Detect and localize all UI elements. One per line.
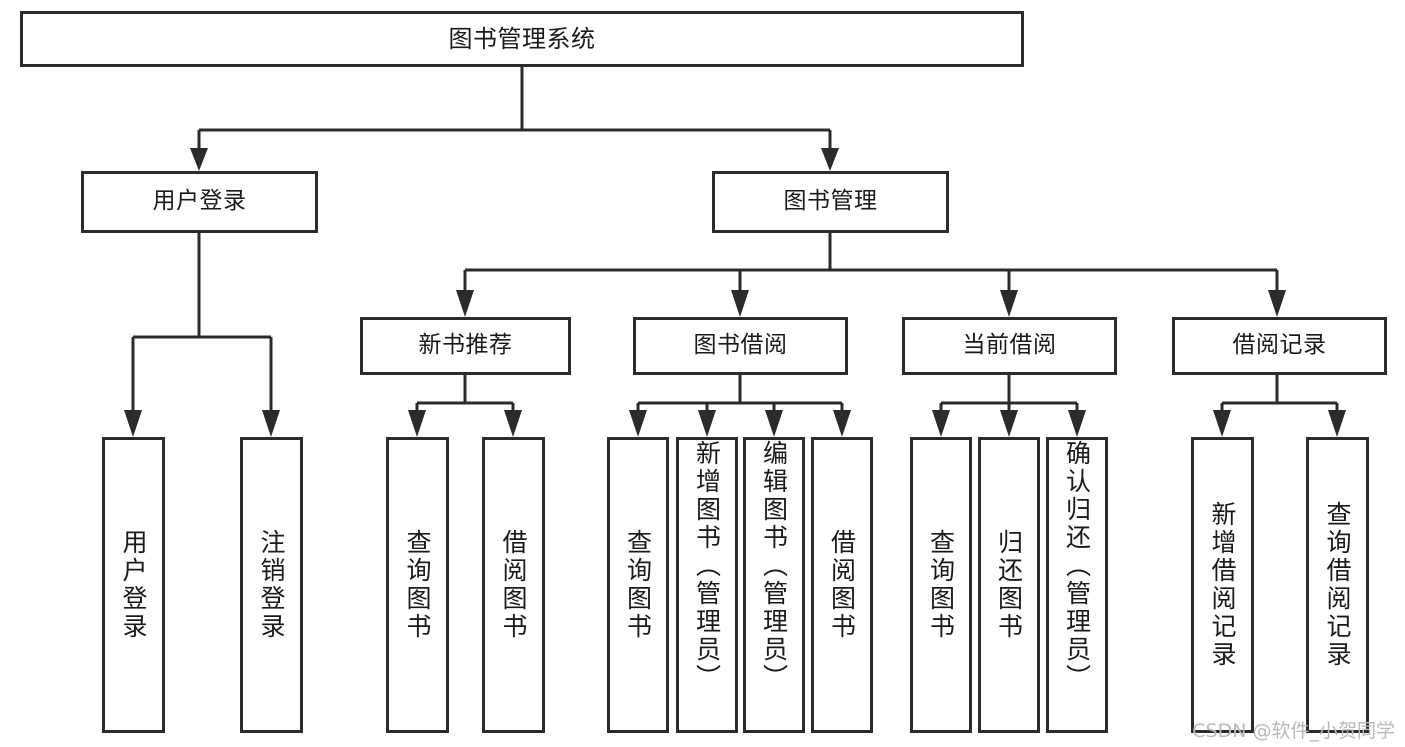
arrowhead-newbook-leaf-1 bbox=[408, 410, 426, 437]
arrowhead-bookmgmt bbox=[821, 148, 839, 171]
node-label: 查询借阅记录 bbox=[1323, 501, 1352, 669]
node-new-book-recommend[interactable]: 新书推荐 bbox=[360, 317, 571, 375]
leaf-user-login-logout[interactable]: 注销登录 bbox=[240, 437, 303, 733]
leaf-borrow-borrow-book[interactable]: 借阅图书 bbox=[811, 437, 873, 733]
arrowhead-current-leaf-2 bbox=[1000, 410, 1018, 437]
arrowhead-record-leaf-1 bbox=[1213, 410, 1231, 437]
watermark-text: CSDN @软件_小贺同学 bbox=[1192, 720, 1395, 742]
leaf-current-query-book[interactable]: 查询图书 bbox=[910, 437, 972, 733]
arrowhead-borrow-leaf-3 bbox=[765, 410, 783, 437]
node-label: 注销登录 bbox=[257, 529, 286, 641]
node-label: 新增图书（管理员） bbox=[692, 440, 722, 692]
node-book-management[interactable]: 图书管理 bbox=[712, 171, 949, 233]
leaf-current-return-book[interactable]: 归还图书 bbox=[978, 437, 1040, 733]
leaf-record-add-record[interactable]: 新增借阅记录 bbox=[1191, 437, 1254, 733]
leaf-user-login-login[interactable]: 用户登录 bbox=[102, 437, 165, 733]
arrowhead-record-leaf-2 bbox=[1328, 410, 1346, 437]
arrowhead-current-leaf-3 bbox=[1068, 410, 1086, 437]
leaf-new-book-borrow-book[interactable]: 借阅图书 bbox=[482, 437, 545, 733]
leaf-current-confirm-return-admin[interactable]: 确认归还（管理员） bbox=[1046, 437, 1108, 733]
leaf-record-query-record[interactable]: 查询借阅记录 bbox=[1306, 437, 1369, 733]
node-borrow-record[interactable]: 借阅记录 bbox=[1172, 317, 1387, 375]
arrowhead-borrow-leaf-4 bbox=[833, 410, 851, 437]
leaf-borrow-query-book[interactable]: 查询图书 bbox=[607, 437, 669, 733]
arrowhead-userlogin-leaf-1 bbox=[124, 410, 142, 437]
node-label: 用户登录 bbox=[119, 529, 148, 641]
arrowhead-newbook-leaf-2 bbox=[504, 410, 522, 437]
node-label: 查询图书 bbox=[403, 529, 432, 641]
arrowhead-borrow-leaf-1 bbox=[629, 410, 647, 437]
leaf-borrow-edit-book-admin[interactable]: 编辑图书（管理员） bbox=[743, 437, 805, 733]
node-label: 新增借阅记录 bbox=[1208, 501, 1237, 669]
arrowhead-current-leaf-1 bbox=[932, 410, 950, 437]
node-label: 用户登录 bbox=[152, 188, 247, 215]
node-label: 确认归还（管理员） bbox=[1062, 440, 1092, 692]
node-current-borrow[interactable]: 当前借阅 bbox=[902, 317, 1117, 375]
node-label: 当前借阅 bbox=[962, 332, 1057, 359]
arrowhead-level3-4 bbox=[1268, 290, 1286, 317]
arrowhead-level3-2 bbox=[731, 290, 749, 317]
node-book-borrow[interactable]: 图书借阅 bbox=[633, 317, 848, 375]
node-label: 查询图书 bbox=[926, 529, 956, 641]
arrowhead-userlogin bbox=[190, 148, 208, 171]
leaf-borrow-add-book-admin[interactable]: 新增图书（管理员） bbox=[676, 437, 738, 733]
arrowhead-userlogin-leaf-2 bbox=[262, 410, 280, 437]
node-label: 新书推荐 bbox=[418, 332, 513, 359]
arrowhead-level3-1 bbox=[456, 290, 474, 317]
arrowhead-level3-3 bbox=[1000, 290, 1018, 317]
arrowhead-borrow-leaf-2 bbox=[698, 410, 716, 437]
node-user-login[interactable]: 用户登录 bbox=[81, 171, 318, 233]
node-label: 图书管理系统 bbox=[448, 24, 596, 53]
node-label: 借阅记录 bbox=[1232, 332, 1327, 359]
node-label: 查询图书 bbox=[623, 529, 653, 641]
node-label: 编辑图书（管理员） bbox=[759, 440, 789, 692]
node-label: 借阅图书 bbox=[499, 529, 528, 641]
node-label: 归还图书 bbox=[994, 529, 1024, 641]
node-root-book-management-system[interactable]: 图书管理系统 bbox=[20, 11, 1024, 67]
node-label: 借阅图书 bbox=[827, 529, 857, 641]
leaf-new-book-query-book[interactable]: 查询图书 bbox=[386, 437, 449, 733]
node-label: 图书管理 bbox=[783, 188, 878, 215]
node-label: 图书借阅 bbox=[693, 332, 788, 359]
